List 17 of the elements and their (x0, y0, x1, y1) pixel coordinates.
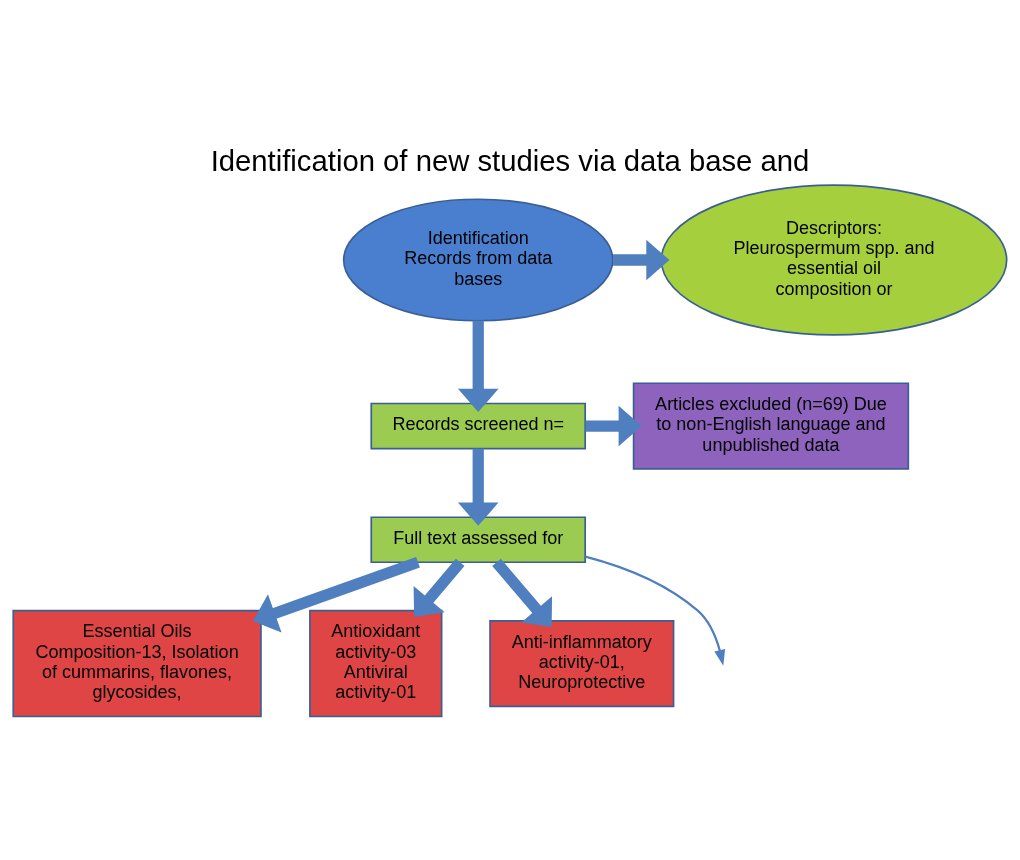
arrow (613, 239, 670, 281)
arrow (252, 557, 420, 633)
node-box: Anti-inflammatory activity-01, Neuroprotective (489, 619, 675, 708)
arrow (492, 558, 553, 628)
node-ellipse: Identification Records from data bases (342, 198, 614, 322)
node-ellipse: Descriptors: Pleurospermum spp. and essential oil composition or (660, 184, 1008, 336)
node-box: Articles excluded (n=69) Due to non-English language and unpublished data (632, 382, 910, 470)
node-box: Full text assessed for (370, 516, 587, 564)
diagram-title: Identification of new studies via data base and (210, 145, 810, 178)
arrow (457, 448, 499, 526)
arrow (413, 558, 465, 617)
arrow (585, 555, 726, 666)
arrow (457, 320, 499, 413)
node-box: Records screened n= (370, 402, 587, 450)
arrow (585, 405, 642, 447)
node-box: Essential Oils Composition-13, Isolation of cummarins, flavones, glycosides, (12, 609, 262, 718)
node-box: Antioxidant activity-03 Antiviral activity-01 (309, 609, 443, 718)
